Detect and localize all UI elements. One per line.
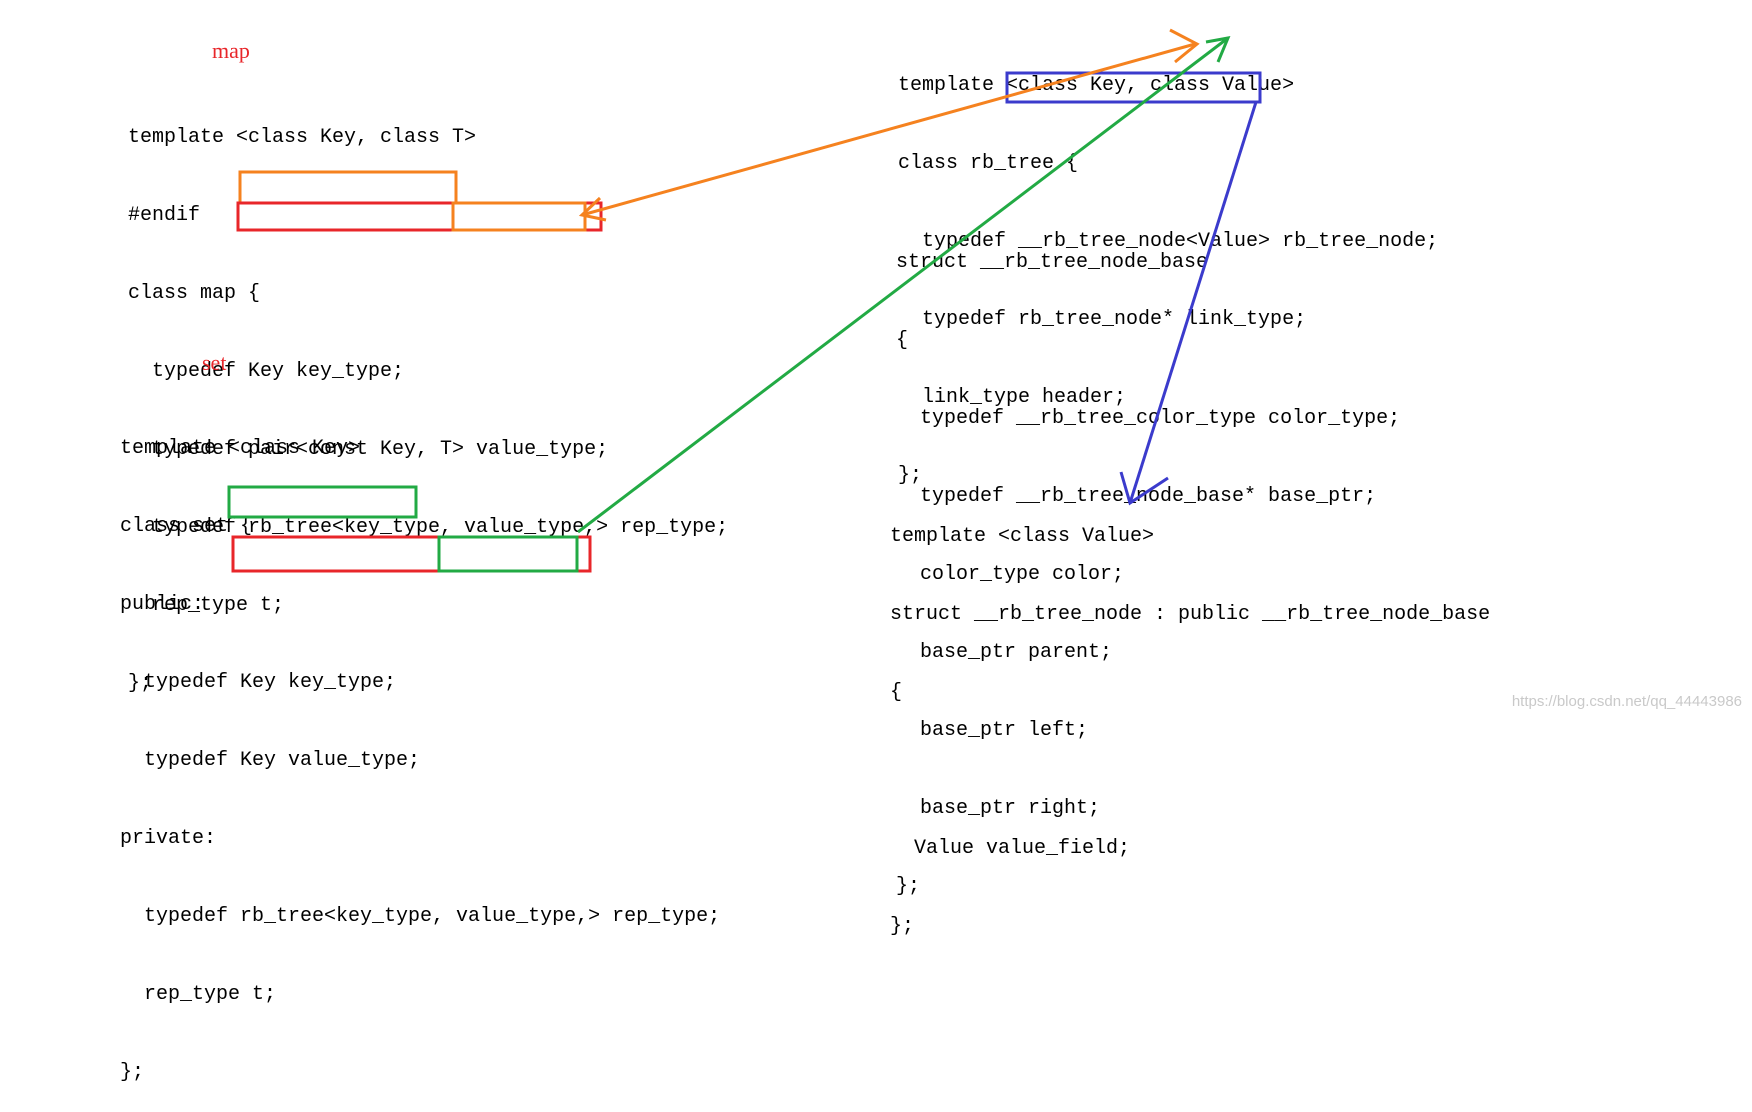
code-line: };: [890, 915, 915, 938]
node-code-block: template <class Value> struct __rb_tree_…: [890, 472, 1490, 966]
code-line: #endif: [128, 204, 201, 227]
orange-arrow-line: [581, 42, 1196, 217]
code-line: class set {: [120, 515, 253, 538]
code-line: };: [120, 1061, 145, 1084]
code-line: private:: [120, 827, 217, 850]
code-line: typedef pair<const Key, T> value_type;: [128, 438, 609, 461]
green-arrow-line: [577, 36, 1229, 534]
code-line: typedef rb_tree<key_type, value_type,> r…: [128, 516, 729, 539]
code-line: };: [898, 464, 923, 487]
code-line: template <class Key, class T>: [128, 126, 477, 149]
code-line: color_type color;: [896, 563, 1125, 586]
code-line: link_type header;: [898, 386, 1127, 409]
orange-arrowhead-left: [578, 196, 607, 222]
code-line: typedef __rb_tree_color_type color_type;: [896, 407, 1401, 430]
set-rb-tree-box: [231, 535, 592, 573]
watermark: https://blog.csdn.net/qq_44443986: [1511, 693, 1742, 710]
map-pair-value-type-box: [238, 170, 458, 205]
code-line: typedef Key key_type;: [120, 671, 397, 694]
code-line: template <class Value>: [890, 525, 1155, 548]
blue-arrow-line: [1128, 101, 1258, 504]
map-code-block: template <class Key, class T> #endif cla…: [128, 73, 728, 723]
green-arrowhead: [1205, 36, 1231, 63]
code-line: {: [896, 329, 909, 352]
code-line: };: [128, 672, 153, 695]
code-line: typedef __rb_tree_node_base* base_ptr;: [896, 485, 1377, 508]
rb-tree-node-value-box: [1005, 71, 1262, 104]
code-line: typedef rb_tree<key_type, value_type,> r…: [120, 905, 721, 928]
set-value-type-box: [437, 535, 579, 573]
code-line: [890, 758, 1490, 784]
set-key-value-type-box: [227, 485, 418, 519]
code-line: rep_type t;: [120, 983, 277, 1006]
annotation-overlay: [227, 28, 1262, 573]
rb-tree-code-block: template <class Key, class Value> class …: [898, 21, 1438, 515]
code-line: template <class Key>: [120, 437, 361, 460]
map-value-type-box: [451, 201, 587, 232]
map-title: map: [212, 38, 250, 63]
set-title: set: [202, 350, 227, 375]
code-line: typedef rb_tree_node* link_type;: [898, 308, 1307, 331]
code-line: public:: [120, 593, 205, 616]
blue-arrowhead: [1119, 471, 1169, 506]
code-line: typedef Key key_type;: [128, 360, 405, 383]
code-line: Value value_field;: [890, 837, 1131, 860]
orange-arrowhead-right: [1169, 28, 1200, 64]
code-line: typedef Key value_type;: [120, 749, 421, 772]
code-line: class rb_tree {: [898, 152, 1079, 175]
code-line: {: [890, 681, 903, 704]
code-line: struct __rb_tree_node : public __rb_tree…: [890, 603, 1491, 626]
code-line: class map {: [128, 282, 261, 305]
code-line: rep_type t;: [128, 594, 285, 617]
code-line: typedef __rb_tree_node<Value> rb_tree_no…: [898, 230, 1439, 253]
map-rb-tree-box: [236, 201, 603, 232]
code-line: base_ptr parent;: [896, 641, 1113, 664]
